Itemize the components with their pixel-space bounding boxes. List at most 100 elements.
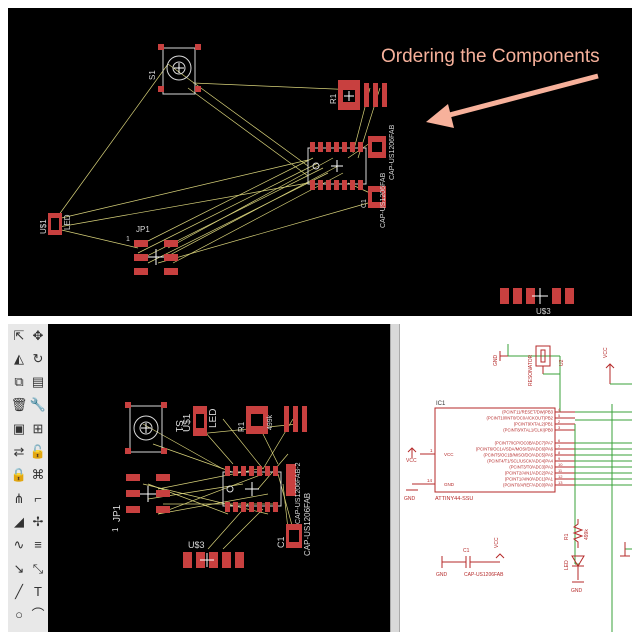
schematic-gnd-left: GND <box>404 489 418 502</box>
route-tool-glyph: ↘ <box>13 560 25 576</box>
split-view-divider[interactable] <box>390 324 400 632</box>
autoroute-tool-icon[interactable]: ⤡ <box>30 560 46 576</box>
schematic-c1-label: C1 <box>463 548 470 554</box>
bottom-cap-2[interactable]: CAP-US1206FAB-2 <box>286 462 302 524</box>
bus-tool-glyph: ≡ <box>34 537 42 553</box>
schematic-view: RESONATOR U2 GND VCC IC1 (PCINT11/RESET/… <box>400 324 632 632</box>
schematic-ic1-pin-number: 4 <box>558 407 561 412</box>
schematic-gnd-left-label: GND <box>404 496 416 502</box>
schematic-right-part[interactable] <box>620 542 630 557</box>
delete-tool-glyph: 🗑 <box>10 397 28 413</box>
circle-tool-icon[interactable]: ○ <box>11 607 27 623</box>
schematic-u2-label: U2 <box>559 359 565 366</box>
change-tool-glyph: ⊞ <box>32 420 44 436</box>
group-tool-icon[interactable]: ▣ <box>11 420 27 436</box>
optimize-tool-icon[interactable]: ◢ <box>11 513 27 529</box>
top-label-us3: U$3 <box>536 307 551 316</box>
bottom-label-jp1: JP1 <box>112 504 123 522</box>
move-tool-icon[interactable]: ✥ <box>30 327 46 343</box>
top-cap-c1[interactable]: C1 CAP-US1206FAB <box>361 172 387 228</box>
schematic-ic1-pin-number: 12 <box>558 474 563 479</box>
schematic-c1[interactable]: C1 CAP-US1206FAB <box>442 548 504 578</box>
bottom-header-pads[interactable] <box>284 406 307 432</box>
top-ic1[interactable] <box>307 142 367 190</box>
delete-tool-icon[interactable]: 🗑 <box>10 397 28 413</box>
top-jp1[interactable]: JP1 1 <box>126 225 178 275</box>
schematic-ic1-pin-number: 8 <box>558 450 561 455</box>
top-board-canvas: S1 R1 <box>39 44 599 316</box>
schematic-vcc-left-label: VCC <box>406 458 417 464</box>
bottom-switch-s1[interactable]: S1 <box>125 402 184 454</box>
schematic-ic1-pin-label: (PCINT11/RESET/DW)PB3 <box>502 410 554 415</box>
schematic-ic1-pin-number: 2 <box>558 419 561 424</box>
schematic-ic1-pin-number: 5 <box>558 413 561 418</box>
top-resistor-r1[interactable]: R1 <box>329 80 360 110</box>
rotate-tool-icon[interactable]: ↻ <box>30 350 46 366</box>
paste-tool-icon[interactable]: ▤ <box>30 374 46 390</box>
mirror-tool-icon[interactable]: ◭ <box>11 350 27 366</box>
bottom-label-r1-value: 499k <box>267 414 274 430</box>
change-tool-icon[interactable]: ⊞ <box>30 420 46 436</box>
select-tool-icon[interactable]: ⇱ <box>11 327 27 343</box>
bus-tool-icon[interactable]: ≡ <box>30 537 46 553</box>
split-tool-icon[interactable]: ⋔ <box>11 490 27 506</box>
schematic-ic1-pin-label: (PCINT5/OC1B/MISO/DO/ADC5)PA5 <box>484 453 554 458</box>
top-header-pads[interactable] <box>364 83 387 107</box>
replace-tool-icon[interactable]: ⇄ <box>11 444 27 460</box>
schematic-ic1-pin-label: (PCINT2/AIN1/ADC2)PA2 <box>505 471 554 476</box>
top-label-cap-right: CAP-US1206FAB <box>389 124 396 180</box>
arc-tool-icon[interactable]: ⌒ <box>30 607 46 623</box>
top-board-view: S1 R1 <box>8 8 632 316</box>
top-label-jp1: JP1 <box>136 225 150 234</box>
meander-tool-icon[interactable]: ∿ <box>11 537 27 553</box>
bottom-cap-c1[interactable]: C1 CAP-US1206FAB <box>276 493 312 556</box>
bottom-label-r1: R1 <box>237 421 246 432</box>
schematic-resonator-label: RESONATOR <box>528 354 534 386</box>
top-cap-right[interactable]: CAP-US1206FAB <box>368 124 396 180</box>
schematic-gnd-1: GND <box>493 351 508 366</box>
schematic-vcc-bottom: VCC <box>494 537 505 559</box>
mirror-tool-glyph: ◭ <box>14 350 24 366</box>
schematic-ic1-pin-number: 9 <box>558 456 561 461</box>
schematic-led-label: LED <box>564 560 570 570</box>
schematic-ic1-pin-label: (PCINT7/ICP/OC0B/ADC7)PA7 <box>495 441 554 446</box>
top-label-r1: R1 <box>329 93 338 104</box>
schematic-led[interactable]: LED <box>564 555 585 580</box>
top-us3[interactable]: U$3 <box>500 288 574 316</box>
wrench-tool-icon[interactable]: 🔧 <box>30 397 46 413</box>
bottom-label-c1: C1 <box>276 536 286 548</box>
schematic-ic1-pin-label: (PCINT9/XTAL2)PB1 <box>514 422 554 427</box>
route-tool-icon[interactable]: ↘ <box>11 560 27 576</box>
bottom-led-us1[interactable]: U$1 LED <box>182 406 219 436</box>
bottom-us3[interactable]: U$3 <box>183 540 244 568</box>
schematic-r1[interactable]: R1 499k <box>564 519 590 548</box>
schematic-gnd-bottom-label: GND <box>436 572 448 578</box>
bottom-resistor-r1[interactable]: R1 499k <box>237 406 274 434</box>
miter-tool-icon[interactable]: ⌐ <box>30 490 46 506</box>
ripup-tool-icon[interactable]: ✢ <box>30 513 46 529</box>
rotate-tool-glyph: ↻ <box>32 350 44 366</box>
schematic-vcc-left: VCC <box>406 447 417 464</box>
schematic-ic1-pin-label: (PCINT6/OC1A/SDA/MOSI/DI/ADC6)PA6 <box>476 447 554 452</box>
bottom-label-us3: U$3 <box>188 540 205 550</box>
schematic-ic1-pin-label: (PCINT3/T0/ADC3)PA3 <box>509 465 553 470</box>
annotation-arrow <box>426 73 599 128</box>
smash-tool-icon[interactable]: ⌘ <box>30 467 46 483</box>
top-switch-s1[interactable]: S1 <box>148 44 201 95</box>
line-tool-icon[interactable]: ╱ <box>11 583 27 599</box>
text-tool-icon[interactable]: T <box>30 583 46 599</box>
schematic-ic1-pin-label: (PCINT0/AREF/ADC0)PA0 <box>503 483 554 488</box>
optimize-tool-glyph: ◢ <box>14 513 24 529</box>
bottom-board-canvas: S1 U$1 LED R1 499k JP1 <box>111 402 312 568</box>
bottom-label-c1-value: CAP-US1206FAB <box>303 493 312 556</box>
lock-tool-icon[interactable]: 🔒 <box>11 467 27 483</box>
bottom-ic1[interactable] <box>222 466 282 512</box>
bottom-jp1[interactable]: JP1 1 <box>111 474 170 532</box>
move-tool-glyph: ✥ <box>32 327 44 343</box>
copy-tool-icon[interactable]: ⧉ <box>11 374 27 390</box>
lock-open-tool-icon[interactable]: 🔓 <box>30 444 46 460</box>
schematic-resonator[interactable]: RESONATOR U2 <box>507 344 565 412</box>
top-led-us1[interactable]: U$1 LED <box>39 213 72 235</box>
schematic-ic1-pin-label: (PCINT8/XTAL1/CLKI)PB0 <box>503 428 553 433</box>
